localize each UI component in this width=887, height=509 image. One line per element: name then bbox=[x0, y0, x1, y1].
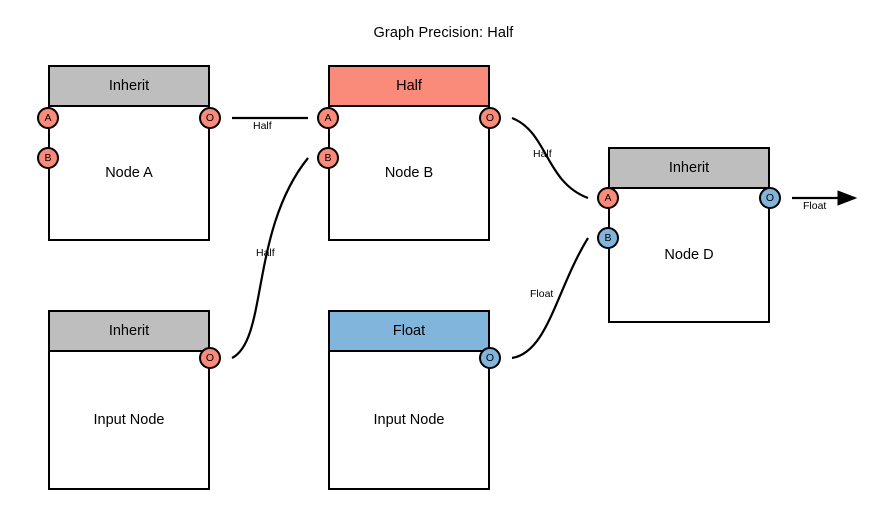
port-node-d-outputs-o[interactable]: O bbox=[759, 187, 781, 209]
port-node-b-inputs-b[interactable]: B bbox=[317, 147, 339, 169]
port-node-a-outputs-o[interactable]: O bbox=[199, 107, 221, 129]
port-node-a-inputs-b[interactable]: B bbox=[37, 147, 59, 169]
edge-label-edge-inputright-to-d: Float bbox=[530, 288, 554, 300]
node-header-node-d: Inherit bbox=[610, 149, 768, 189]
edge-edge-inputright-to-d[interactable] bbox=[511, 237, 589, 360]
edge-label-edge-d-output: Float bbox=[803, 200, 827, 212]
port-node-b-outputs-o[interactable]: O bbox=[479, 107, 501, 129]
node-title-node-d: Node D bbox=[664, 247, 714, 263]
node-header-input-node-right: Float bbox=[330, 312, 488, 352]
node-header-node-b: Half bbox=[330, 67, 488, 107]
edge-label-edge-inputleft-to-b: Half bbox=[256, 247, 275, 259]
node-title-input-node-left: Input Node bbox=[93, 412, 165, 428]
port-input-node-right-outputs-o[interactable]: O bbox=[479, 347, 501, 369]
port-input-node-left-outputs-o[interactable]: O bbox=[199, 347, 221, 369]
edge-edge-inputleft-to-b[interactable] bbox=[231, 157, 309, 359]
node-title-input-node-right: Input Node bbox=[373, 412, 445, 428]
port-node-a-inputs-a[interactable]: A bbox=[37, 107, 59, 129]
edge-edge-b-to-d[interactable] bbox=[511, 116, 589, 200]
edge-label-edge-a-to-b: Half bbox=[253, 120, 272, 132]
node-title-node-a: Node A bbox=[105, 165, 153, 181]
port-node-d-inputs-b[interactable]: B bbox=[597, 227, 619, 249]
node-header-node-a: Inherit bbox=[50, 67, 208, 107]
port-node-d-inputs-a[interactable]: A bbox=[597, 187, 619, 209]
edge-label-edge-b-to-d: Half bbox=[533, 148, 552, 160]
node-header-input-node-left: Inherit bbox=[50, 312, 208, 352]
page-title: Graph Precision: Half bbox=[373, 25, 514, 41]
node-title-node-b: Node B bbox=[384, 165, 434, 181]
port-node-b-inputs-a[interactable]: A bbox=[317, 107, 339, 129]
